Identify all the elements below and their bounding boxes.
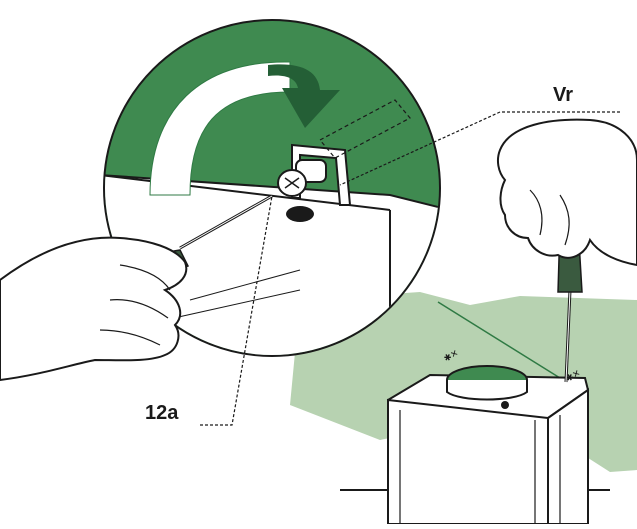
rotation-arrow-band	[149, 61, 291, 196]
leader-line-12a	[200, 195, 273, 426]
label-12a: 12a	[145, 402, 179, 424]
screw-hole	[286, 206, 314, 222]
screwdriver-in-detail	[179, 194, 273, 250]
left-hand-with-screwdriver	[0, 236, 190, 382]
screw-ghost-outline	[319, 99, 411, 159]
rotation-arrow-head	[268, 64, 340, 128]
boiler-unit: ✱✕ ✱✕	[340, 348, 610, 525]
screw-vr	[277, 159, 327, 197]
label-vr: Vr	[553, 84, 574, 106]
leader-line-vr	[339, 111, 620, 186]
right-hand-with-screwdriver	[496, 118, 637, 383]
zoom-connector-line	[437, 301, 561, 379]
magnifier-detail	[103, 19, 441, 357]
